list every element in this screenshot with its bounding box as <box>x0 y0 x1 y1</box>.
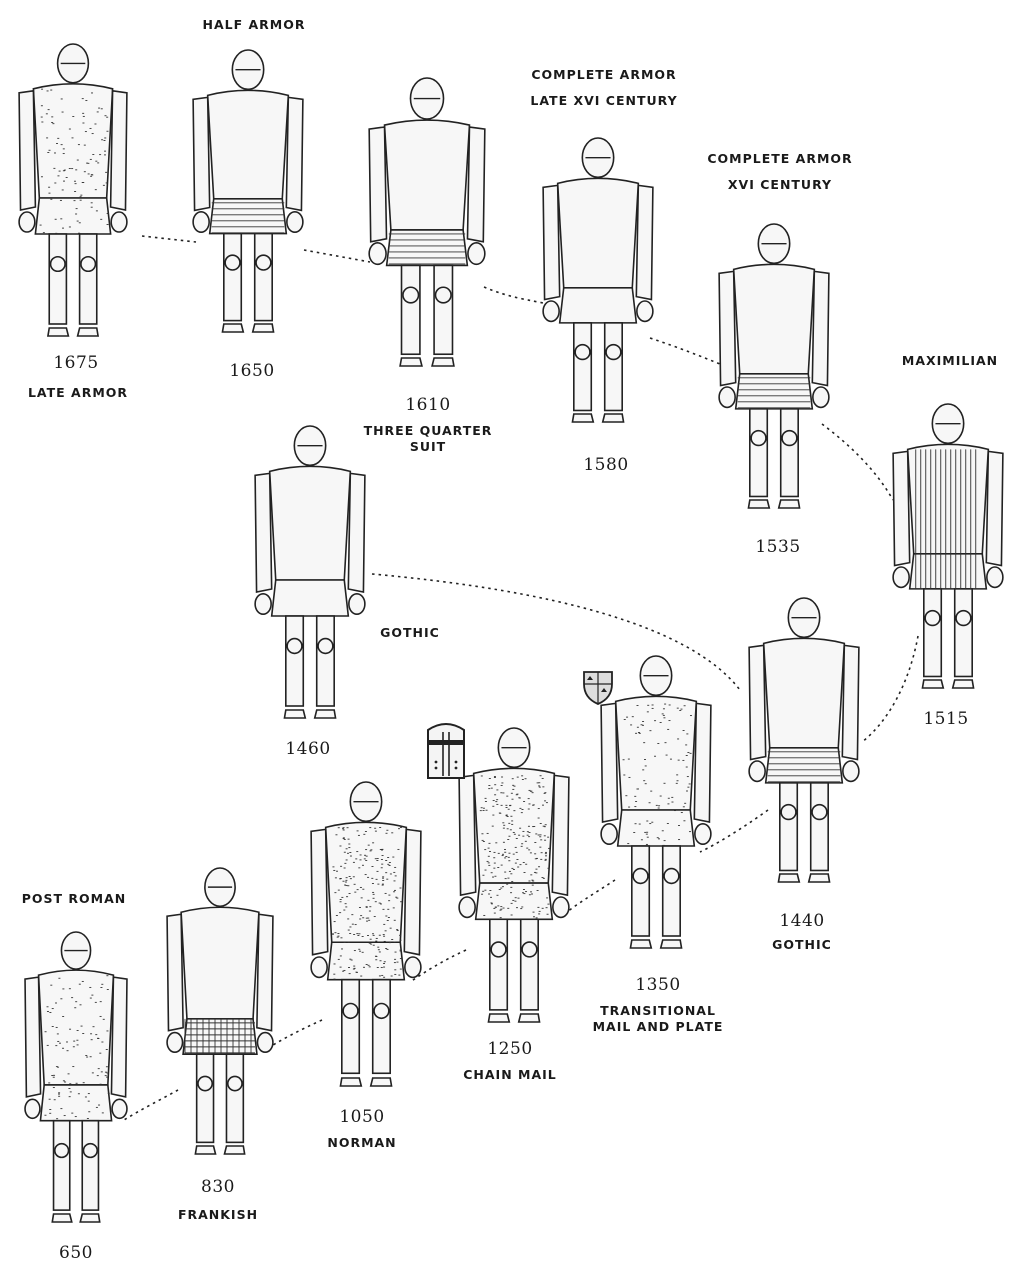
heraldic-shield-icon <box>582 668 614 706</box>
label-complete-armor-late: COMPLETE ARMOR <box>531 68 676 82</box>
figure-1515 <box>892 402 1004 694</box>
name-830: FRANKISH <box>178 1208 258 1222</box>
figure-1580 <box>542 136 654 428</box>
name-1440: GOTHIC <box>772 938 832 952</box>
armor-figure-icon <box>254 424 366 724</box>
label-gothic-1460: GOTHIC <box>380 626 440 640</box>
year-1515: 1515 <box>923 710 968 730</box>
label-xvi-century: XVI CENTURY <box>728 178 832 192</box>
name-1350-line1: TRANSITIONAL <box>600 1004 716 1018</box>
figure-1350 <box>600 654 712 954</box>
figure-1440 <box>748 596 860 888</box>
figure-1675 <box>18 42 128 342</box>
label-complete-armor-xvi: COMPLETE ARMOR <box>707 152 852 166</box>
name-1250: CHAIN MAIL <box>463 1068 557 1082</box>
armor-figure-icon <box>892 402 1004 694</box>
year-1650: 1650 <box>229 362 274 382</box>
armor-figure-icon <box>368 76 486 372</box>
armor-figure-icon <box>542 136 654 428</box>
figure-1610 <box>368 76 486 372</box>
year-1535: 1535 <box>755 538 800 558</box>
year-1460: 1460 <box>285 740 330 760</box>
armor-figure-icon <box>24 930 128 1228</box>
figure-1650 <box>192 48 304 338</box>
great-helm-icon <box>424 718 468 782</box>
year-1250: 1250 <box>487 1040 532 1060</box>
armor-figure-icon <box>310 780 422 1092</box>
year-1440: 1440 <box>779 912 824 932</box>
year-1350: 1350 <box>635 976 680 996</box>
figure-830 <box>166 866 274 1160</box>
armor-figure-icon <box>166 866 274 1160</box>
armor-figure-icon <box>458 726 570 1028</box>
name-1050: NORMAN <box>327 1136 396 1150</box>
figure-1460 <box>254 424 366 724</box>
armor-figure-icon <box>18 42 128 342</box>
label-half-armor: HALF ARMOR <box>203 18 306 32</box>
link-1650-1610 <box>304 250 370 262</box>
label-late-xvi-century: LATE XVI CENTURY <box>530 94 677 108</box>
year-1580: 1580 <box>583 456 628 476</box>
link-1610-1580 <box>484 287 548 304</box>
figure-1250 <box>458 726 570 1028</box>
armor-figure-icon <box>748 596 860 888</box>
name-1610-line1: THREE QUARTER <box>364 424 493 438</box>
name-1350-line2: MAIL AND PLATE <box>593 1020 724 1034</box>
link-1675-1650 <box>142 236 196 242</box>
year-1610: 1610 <box>405 396 450 416</box>
figure-1535 <box>718 222 830 514</box>
year-650: 650 <box>59 1244 93 1264</box>
figure-650 <box>24 930 128 1228</box>
name-1610-line2: SUIT <box>410 440 446 454</box>
armor-figure-icon <box>600 654 712 954</box>
year-830: 830 <box>201 1178 235 1198</box>
link-1535-1515 <box>822 424 893 500</box>
armor-figure-icon <box>718 222 830 514</box>
figure-1050 <box>310 780 422 1092</box>
link-1580-1535 <box>650 338 720 364</box>
label-maximilian: MAXIMILIAN <box>902 354 998 368</box>
year-1675: 1675 <box>53 354 98 374</box>
label-post-roman: POST ROMAN <box>22 892 127 906</box>
armor-figure-icon <box>192 48 304 338</box>
name-1675: LATE ARMOR <box>28 386 128 400</box>
year-1050: 1050 <box>339 1108 384 1128</box>
